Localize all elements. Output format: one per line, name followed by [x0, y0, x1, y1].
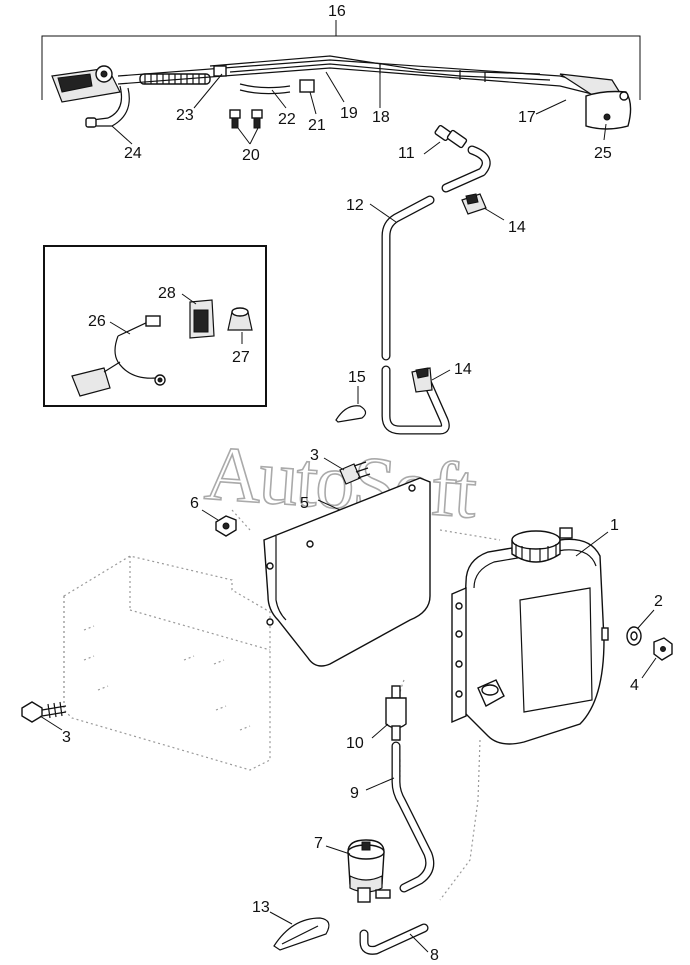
- washer-2: [626, 609, 655, 646]
- callout-7: 7: [314, 835, 323, 852]
- callout-18: 18: [372, 109, 390, 126]
- callout-3-lower: 3: [62, 729, 71, 746]
- washer-hose-9: [365, 741, 435, 893]
- callout-2: 2: [654, 593, 663, 610]
- washer-hose-22: [239, 83, 291, 89]
- cable-tie-15: [335, 405, 367, 423]
- screw-20-left: [229, 109, 241, 129]
- bolt-3-lower: [21, 701, 67, 731]
- connector-21: [299, 79, 315, 93]
- callout-19: 19: [340, 105, 358, 122]
- callout-1: 1: [610, 517, 619, 534]
- callout-14-lower: 14: [454, 361, 472, 378]
- washer-hose-24: [91, 85, 123, 121]
- callout-24: 24: [124, 145, 142, 162]
- wiper-arm-pivot: [51, 65, 121, 103]
- callout-28: 28: [158, 285, 176, 302]
- callout-3-upper: 3: [310, 447, 319, 464]
- wiper-blade: [209, 55, 541, 75]
- callout-20: 20: [242, 147, 260, 164]
- upper-washer-hoses: [335, 124, 505, 435]
- callout-labels: 16 23 22 21 19 18 17 25 24 20 11 12 14 2…: [62, 3, 663, 964]
- callout-26: 26: [88, 313, 106, 330]
- bolt-3-upper: [323, 457, 371, 485]
- nut-4: [641, 637, 673, 679]
- wiper-arm-spring: [139, 73, 211, 85]
- callout-5: 5: [300, 495, 309, 512]
- connector-23: [213, 65, 227, 77]
- hose-clip-14-upper: [461, 193, 487, 215]
- inline-filter-10: [371, 685, 407, 741]
- callout-12: 12: [346, 197, 364, 214]
- callout-16: 16: [328, 3, 346, 20]
- knob: [227, 307, 253, 331]
- callout-11: 11: [398, 145, 415, 162]
- washer-reservoir-1: [451, 527, 609, 745]
- callout-22: 22: [278, 111, 296, 128]
- rocker-switch: [189, 299, 215, 339]
- hose-clip-14-lower: [411, 367, 433, 393]
- callout-10: 10: [346, 735, 364, 752]
- inset-box: [43, 245, 267, 407]
- callout-25: 25: [594, 145, 612, 162]
- washer-pump-7: [325, 839, 391, 903]
- cable-tie-13: [269, 911, 330, 951]
- washer-line: [229, 63, 551, 81]
- callout-8: 8: [430, 947, 439, 964]
- callout-14-upper: 14: [508, 219, 526, 236]
- callout-17: 17: [518, 109, 536, 126]
- callout-15: 15: [348, 369, 366, 386]
- screw-20-right: [251, 109, 263, 129]
- wiper-assembly: [41, 20, 641, 145]
- callout-21: 21: [308, 117, 326, 134]
- wiper-blade-tip: [559, 73, 632, 130]
- hose-connector-11: [434, 124, 468, 149]
- callout-13: 13: [252, 899, 270, 916]
- callout-27: 27: [232, 349, 250, 366]
- wiring-harness: [71, 315, 166, 397]
- callout-6: 6: [190, 495, 199, 512]
- washer-hose-8: [359, 923, 429, 955]
- nut-6: [201, 509, 237, 537]
- callout-23: 23: [176, 107, 194, 124]
- callout-9: 9: [350, 785, 359, 802]
- assembly-bracket: [41, 35, 641, 100]
- callout-4: 4: [630, 677, 639, 694]
- mounting-bracket-5: [263, 477, 431, 667]
